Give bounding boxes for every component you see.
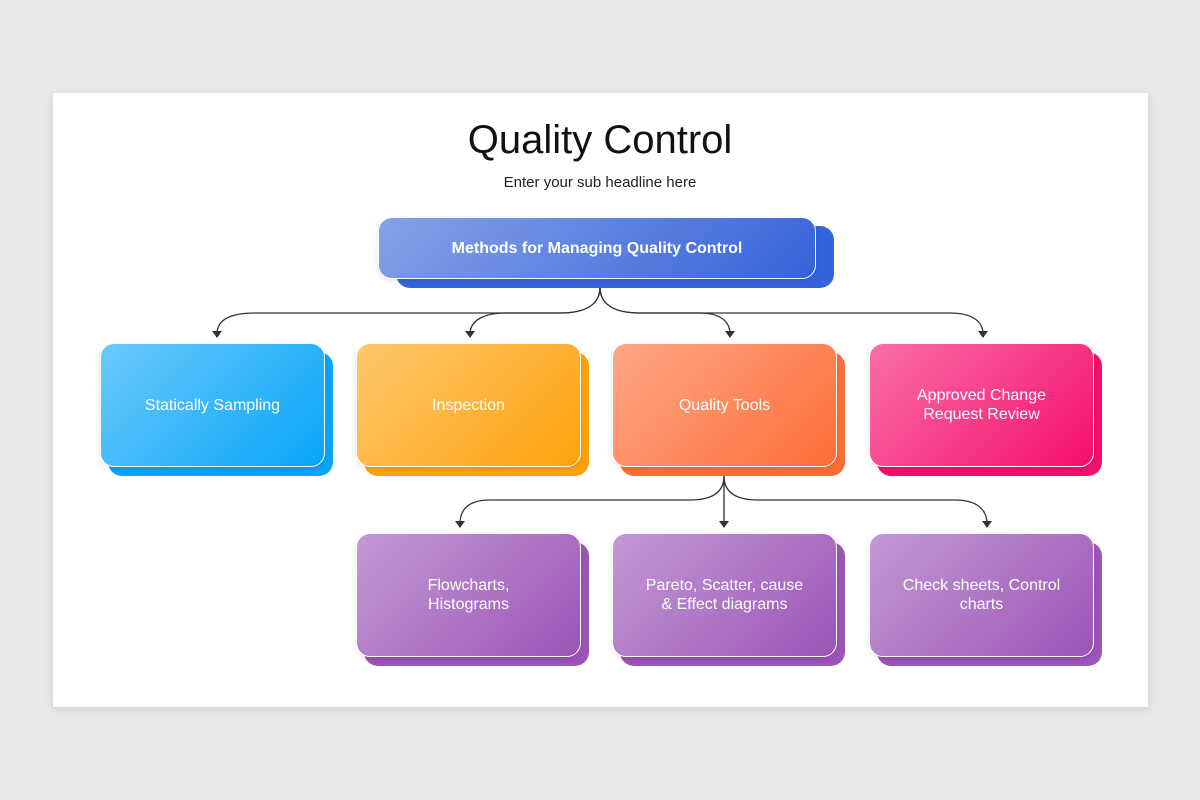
page-title: Quality Control: [467, 118, 733, 162]
connector: [459, 475, 725, 525]
card-label: Flowcharts, Histograms: [356, 533, 581, 657]
arrow-icon: [719, 521, 729, 528]
card-label: Inspection: [356, 343, 581, 467]
card-label: Quality Tools: [612, 343, 837, 467]
arrow-icon: [982, 521, 992, 528]
card-label: Approved Change Request Review: [869, 343, 1094, 467]
card-label: Check sheets, Control charts: [869, 533, 1094, 657]
arrow-icon: [465, 331, 475, 338]
card-label: Pareto, Scatter, cause & Effect diagrams: [612, 533, 837, 657]
card-label: Statically Sampling: [100, 343, 325, 467]
arrow-icon: [978, 331, 988, 338]
connector: [599, 286, 984, 335]
card-label: Methods for Managing Quality Control: [378, 217, 816, 279]
arrow-icon: [725, 331, 735, 338]
arrow-icon: [455, 521, 465, 528]
connector: [216, 286, 601, 335]
connector: [723, 475, 988, 525]
connector: [469, 286, 601, 335]
subtitle: Enter your sub headline here: [503, 174, 697, 191]
arrow-icon: [212, 331, 222, 338]
